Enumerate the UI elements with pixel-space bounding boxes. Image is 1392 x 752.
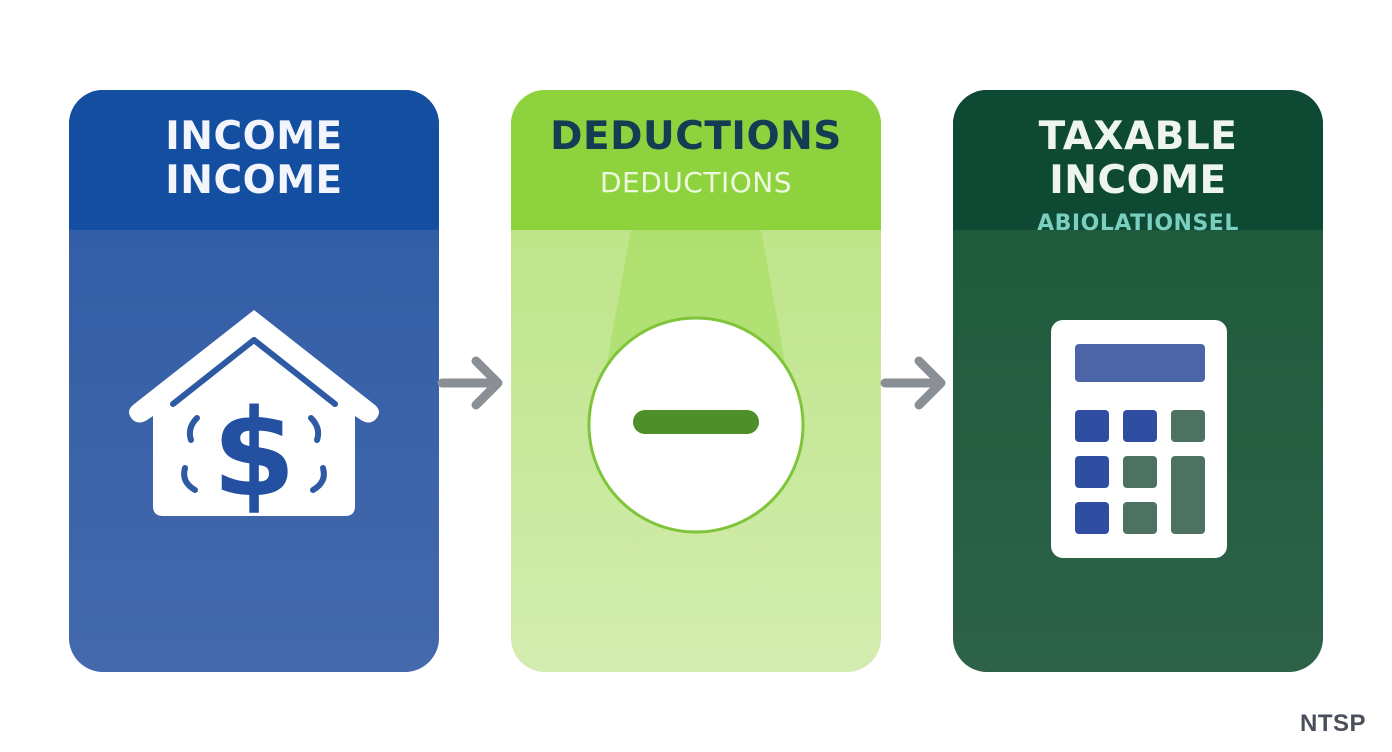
taxable-title-line2: INCOME	[1049, 158, 1227, 203]
deductions-subtitle: DEDUCTIONS	[600, 166, 792, 199]
deductions-title: DEDUCTIONS	[550, 114, 842, 159]
income-card: INCOME INCOME $	[69, 90, 439, 672]
taxable-caption: ABIOLATIONSEL	[1037, 211, 1239, 236]
calculator-icon	[1051, 320, 1227, 558]
house-dollar-icon: $	[129, 310, 379, 524]
taxable-title-line1: TAXABLE	[1038, 114, 1238, 159]
income-card-header	[69, 90, 439, 230]
income-title-line2: INCOME	[165, 158, 343, 203]
taxable-income-card: TAXABLE INCOME ABIOLATIONSEL	[953, 90, 1323, 672]
taxable-card-header	[953, 90, 1323, 230]
arrow-right-icon	[437, 356, 503, 410]
income-title-line1: INCOME	[165, 114, 343, 159]
arrow-right-icon	[880, 356, 946, 410]
svg-text:$: $	[212, 385, 296, 524]
deductions-card-header	[511, 90, 881, 230]
watermark-text: NTSP	[1299, 710, 1366, 737]
minus-circle-icon	[587, 316, 805, 534]
deductions-card: DEDUCTIONS DEDUCTIONS	[511, 90, 881, 672]
